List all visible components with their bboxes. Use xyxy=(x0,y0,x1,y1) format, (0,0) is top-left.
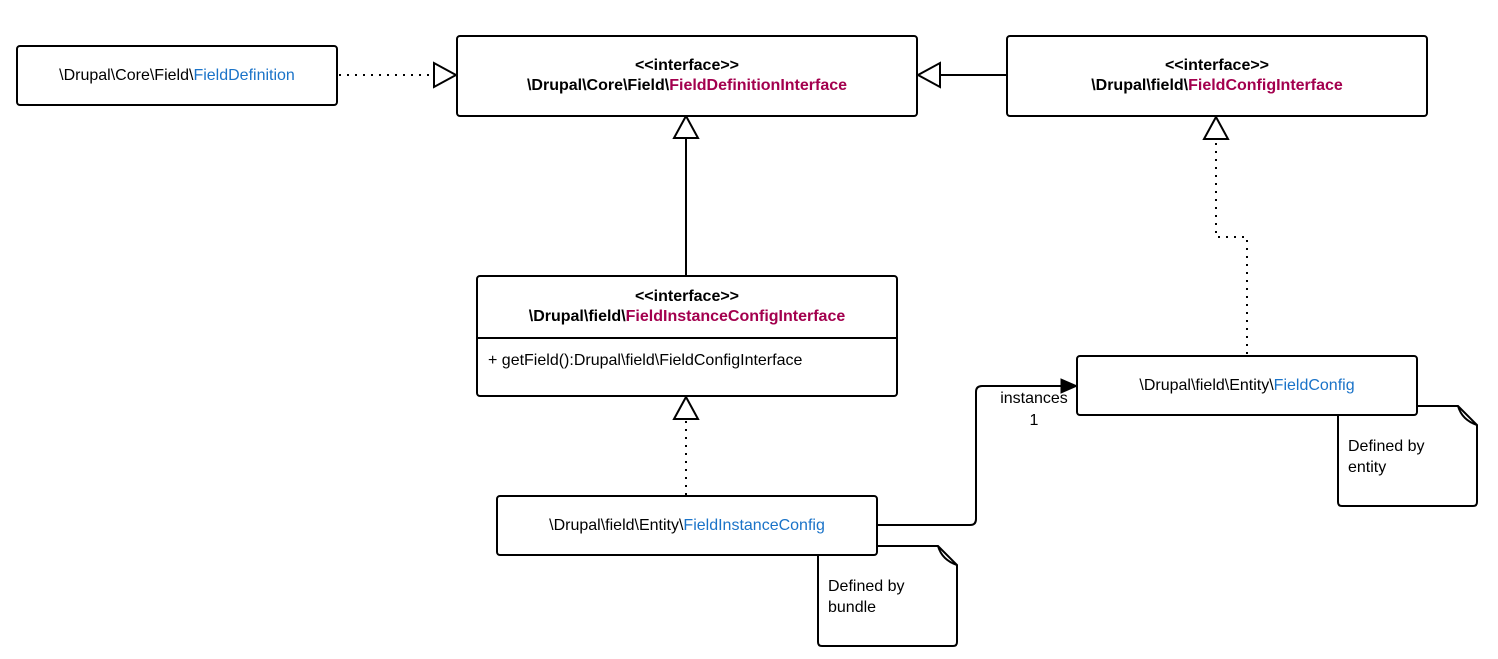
interface-fielddefinitioninterface-namespace: \Drupal\Core\Field\ xyxy=(526,77,670,94)
class-fieldconfig-label: \Drupal\field\Entity\FieldConfig xyxy=(1139,376,1354,396)
association-line-instances xyxy=(878,385,1062,526)
interface-fielddefinitioninterface-label: \Drupal\Core\Field\FieldDefinitionInterf… xyxy=(527,76,847,96)
class-fieldconfig-namespace: \Drupal\field\Entity\ xyxy=(1139,376,1274,394)
note-entity: Defined by entity xyxy=(1338,406,1477,506)
class-fielddefinition-name: FieldDefinition xyxy=(193,66,295,84)
note-entity-text: Defined by entity xyxy=(1348,436,1425,478)
class-fieldconfig: \Drupal\field\Entity\FieldConfig xyxy=(1076,355,1418,416)
interface-fieldinstanceconfiginterface-name: FieldInstanceConfigInterface xyxy=(625,308,846,325)
class-fielddefinition-label: \Drupal\Core\Field\FieldDefinition xyxy=(59,66,295,86)
class-fielddefinition-namespace: \Drupal\Core\Field\ xyxy=(59,66,194,84)
note-bundle-line-1: Defined by xyxy=(828,578,905,595)
note-fold-bundle xyxy=(937,545,958,566)
class-fieldinstanceconfig-name: FieldInstanceConfig xyxy=(683,516,825,534)
association-multiplicity-label: 1 xyxy=(1029,412,1039,429)
interface-fielddefinitioninterface-stereotype: <<interface>> xyxy=(634,57,740,74)
interface-fielddefinitioninterface-name: FieldDefinitionInterface xyxy=(669,77,848,94)
realization-arrowhead-fieldinstanceconfig xyxy=(672,394,700,420)
interface-fieldinstanceconfiginterface: <<interface>> \Drupal\field\FieldInstanc… xyxy=(476,275,898,397)
interface-fieldinstanceconfiginterface-label: \Drupal\field\FieldInstanceConfigInterfa… xyxy=(529,307,846,327)
interface-fieldinstanceconfiginterface-namespace: \Drupal\field\ xyxy=(528,308,626,325)
interface-fieldconfiginterface-label: \Drupal\field\FieldConfigInterface xyxy=(1091,76,1343,96)
realization-line-fieldconfig xyxy=(1215,139,1248,354)
interface-fieldinstanceconfiginterface-header: <<interface>> \Drupal\field\FieldInstanc… xyxy=(478,277,896,337)
interface-fielddefinitioninterface: <<interface>> \Drupal\Core\Field\FieldDe… xyxy=(456,35,918,117)
class-fieldinstanceconfig: \Drupal\field\Entity\FieldInstanceConfig xyxy=(496,495,878,556)
interface-compartment-divider xyxy=(478,337,896,339)
note-bundle-line-2: bundle xyxy=(828,599,877,616)
class-fielddefinition: \Drupal\Core\Field\FieldDefinition xyxy=(16,45,338,106)
interface-fieldconfiginterface-namespace: \Drupal\field\ xyxy=(1091,77,1189,94)
note-bundle: Defined by bundle xyxy=(818,546,957,646)
class-fieldinstanceconfig-namespace: \Drupal\field\Entity\ xyxy=(549,516,684,534)
class-fieldconfig-name: FieldConfig xyxy=(1273,376,1355,394)
generalization-arrowhead-fieldinstanceconfiginterface xyxy=(672,113,700,139)
note-entity-line-2: entity xyxy=(1348,459,1387,476)
note-bundle-text: Defined by bundle xyxy=(828,576,905,618)
interface-method-getfield: + getField():Drupal\field\FieldConfigInt… xyxy=(488,352,803,369)
interface-fieldinstanceconfiginterface-stereotype: <<interface>> xyxy=(634,288,740,305)
interface-fieldconfiginterface-stereotype: <<interface>> xyxy=(1164,57,1270,74)
generalization-arrowhead-fieldconfiginterface xyxy=(915,61,941,89)
association-arrowhead-instances xyxy=(1060,378,1079,394)
association-role-label: instances xyxy=(1000,390,1068,407)
realization-arrowhead-fielddefinition xyxy=(433,61,459,89)
note-entity-line-1: Defined by xyxy=(1348,438,1425,455)
class-fieldinstanceconfig-label: \Drupal\field\Entity\FieldInstanceConfig xyxy=(549,516,825,536)
interface-fieldconfiginterface-name: FieldConfigInterface xyxy=(1188,77,1343,94)
interface-fieldconfiginterface: <<interface>> \Drupal\field\FieldConfigI… xyxy=(1006,35,1428,117)
note-fold-entity xyxy=(1457,405,1478,426)
realization-arrowhead-fieldconfig xyxy=(1202,114,1230,140)
